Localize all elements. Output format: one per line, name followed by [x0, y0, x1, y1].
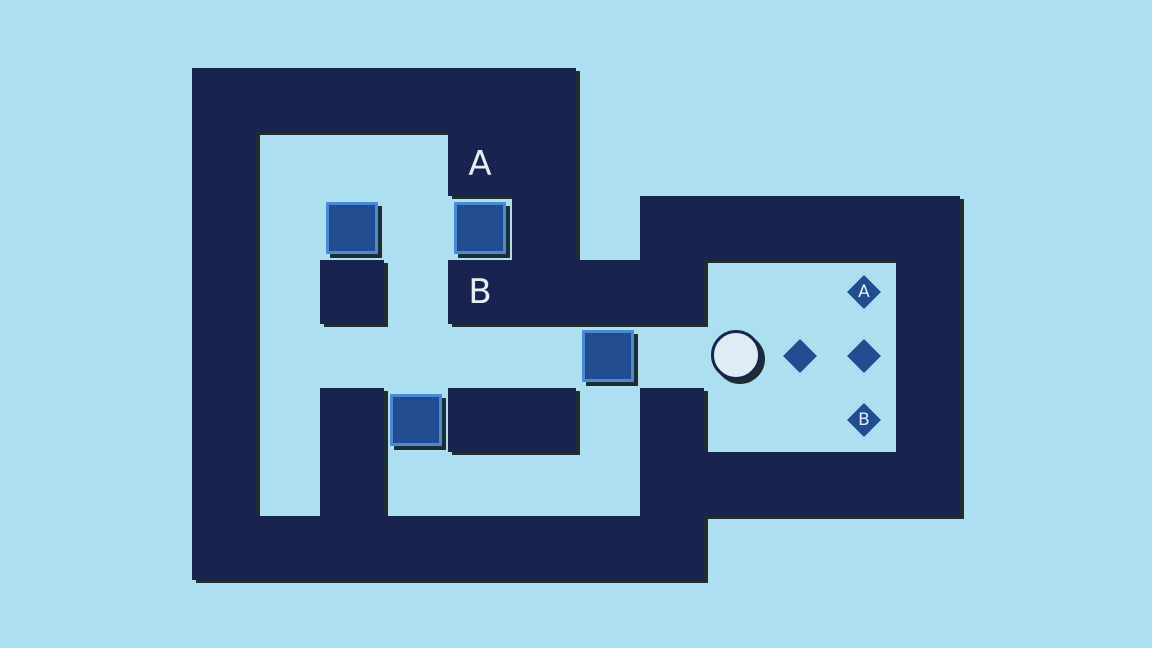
wall-face — [448, 68, 512, 132]
wall-face — [512, 388, 576, 452]
wall-face — [640, 452, 704, 516]
wall-face — [704, 196, 768, 260]
pushable-box[interactable] — [582, 330, 634, 382]
wall-face — [576, 260, 640, 324]
wall-face — [768, 452, 832, 516]
wall-face — [512, 68, 576, 132]
wall-face — [448, 516, 512, 580]
wall-face — [896, 452, 960, 516]
wall-face — [192, 260, 256, 324]
wall-face — [192, 196, 256, 260]
wall-face — [576, 516, 640, 580]
wall-face — [192, 388, 256, 452]
wall-face — [320, 452, 384, 516]
wall-face — [704, 452, 768, 516]
target-label-a: A — [858, 282, 870, 302]
player-circle[interactable] — [711, 330, 761, 380]
wall-face — [192, 324, 256, 388]
pushable-box[interactable] — [326, 202, 378, 254]
wall-face — [512, 196, 576, 260]
wall-face — [512, 132, 576, 196]
wall-face — [896, 196, 960, 260]
wall-face — [896, 260, 960, 324]
wall-face — [448, 388, 512, 452]
target-diamond-icon — [847, 339, 881, 373]
wall-face — [640, 260, 704, 324]
wall-face — [384, 68, 448, 132]
wall-label-a: A — [468, 144, 492, 184]
wall-face — [256, 68, 320, 132]
wall-face — [320, 516, 384, 580]
wall-face — [192, 452, 256, 516]
wall-face — [384, 516, 448, 580]
wall-face — [192, 516, 256, 580]
wall-face — [640, 196, 704, 260]
wall-face — [320, 388, 384, 452]
wall-label-b: B — [468, 272, 492, 312]
target-diamond-icon — [783, 339, 817, 373]
wall-face — [768, 196, 832, 260]
wall-face — [256, 516, 320, 580]
wall-face — [896, 388, 960, 452]
wall-face — [896, 324, 960, 388]
wall-face — [320, 260, 384, 324]
target-label-b: B — [858, 410, 870, 430]
wall-face — [832, 196, 896, 260]
wall-face — [640, 388, 704, 452]
wall-face — [448, 260, 512, 324]
pushable-box[interactable] — [390, 394, 442, 446]
wall-face — [320, 68, 384, 132]
wall-face — [448, 132, 512, 196]
wall-face — [512, 516, 576, 580]
pushable-box[interactable] — [454, 202, 506, 254]
wall-face — [512, 260, 576, 324]
wall-face — [832, 452, 896, 516]
wall-face — [192, 132, 256, 196]
wall-face — [640, 516, 704, 580]
wall-face — [192, 68, 256, 132]
